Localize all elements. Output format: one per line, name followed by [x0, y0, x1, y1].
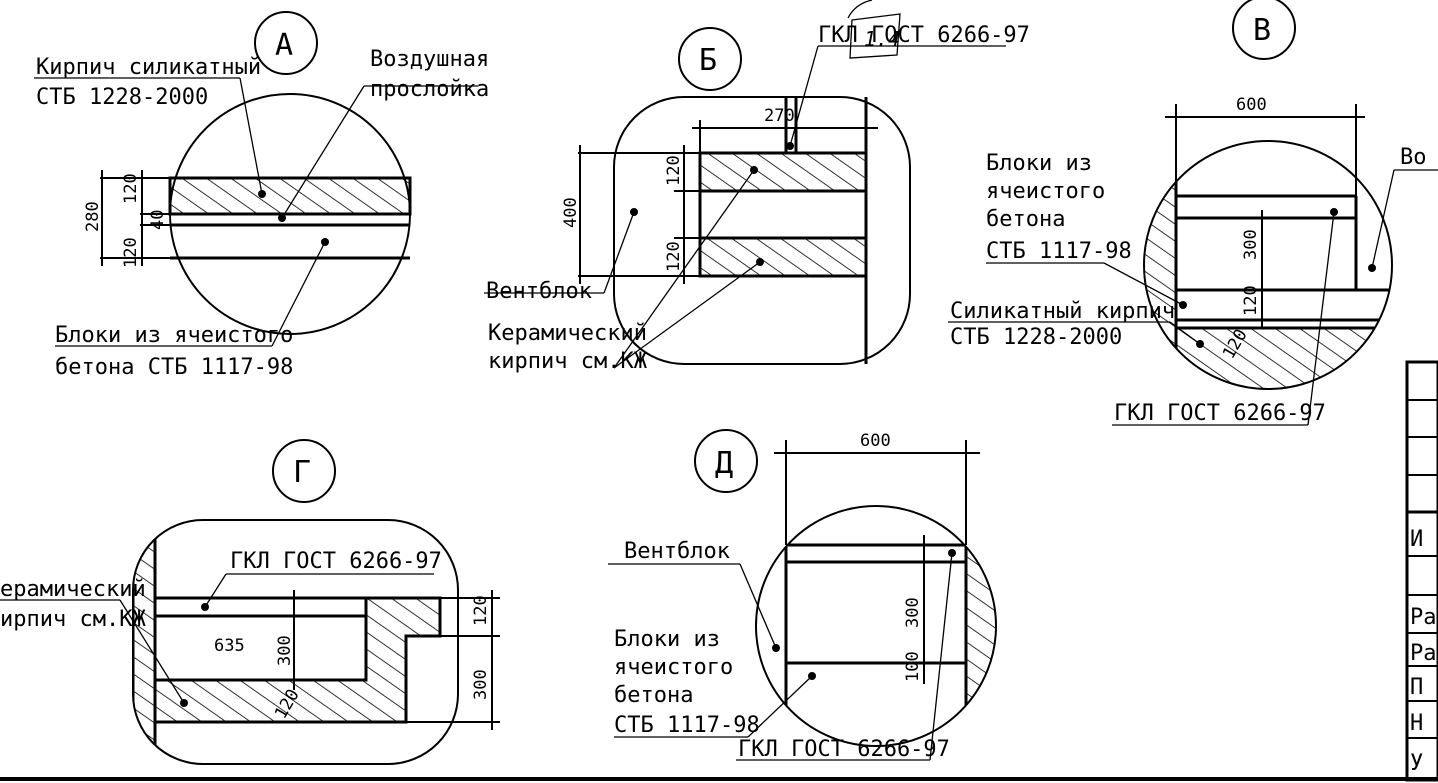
detail-v-dim-small: 120	[1241, 285, 1261, 316]
detail-a-label-block-1: Блоки из ячеистого	[55, 323, 293, 348]
detail-a-label-block-2: бетона СТБ 1117-98	[55, 355, 293, 380]
detail-g-letter: Г	[293, 455, 311, 490]
detail-v-dim-height: 300	[1241, 229, 1261, 260]
detail-d-label-blocks-1: Блоки из	[614, 627, 720, 652]
detail-a-dim-total: 280	[83, 201, 103, 232]
detail-a-marker	[254, 11, 318, 75]
detail-g-marker	[272, 439, 336, 503]
detail-a-dim-mid: 40	[148, 210, 168, 230]
detail-d-label-blocks-4: СТБ 1117-98	[614, 713, 760, 738]
detail-d-label-gkl: ГКЛ ГОСТ 6266-97	[738, 737, 950, 762]
detail-g-label-gkl: ГКЛ ГОСТ 6266-97	[230, 549, 442, 574]
detail-v-label-blocks-3: бетона	[986, 207, 1065, 232]
title-row-4: П	[1410, 675, 1423, 700]
detail-a-dim-top: 120	[121, 173, 141, 204]
title-row-2: Ра	[1410, 605, 1437, 630]
detail-v-label-silicate-1: Силикатный кирпич	[950, 299, 1175, 324]
detail-a-label-brick-1: Кирпич силикатный	[36, 55, 261, 80]
detail-v-label-cut: Во	[1400, 145, 1427, 170]
detail-v-label-blocks-4: СТБ 1117-98	[986, 239, 1132, 264]
detail-b-dim-bot: 120	[664, 241, 684, 272]
detail-a: А 280 120 40 120 Кирпич силикатный СТБ 1…	[34, 11, 489, 380]
title-row-3: Ра	[1410, 641, 1437, 666]
detail-d: Д 600 300 100 Вентблок Блоки из ячеистог…	[608, 429, 997, 762]
detail-v-label-blocks-2: ячеистого	[986, 179, 1105, 204]
title-block: И Ра Ра П Н У	[1405, 360, 1438, 782]
sheet-stamp: 1.4	[847, 0, 901, 59]
title-row-1: И	[1410, 527, 1423, 552]
detail-b-label-vent: Вентблок	[486, 279, 592, 304]
detail-b-outline	[613, 96, 911, 365]
detail-b-dim-height: 400	[561, 197, 581, 228]
detail-g-label-ceramic-2: ирпич см.КЖ	[0, 607, 146, 632]
detail-v-label-blocks-1: Блоки из	[986, 151, 1092, 176]
detail-g: Г 635 300 120 300 120 ГКЛ ГОСТ 6266-97 е…	[0, 439, 500, 765]
detail-d-label-blocks-3: бетона	[614, 683, 693, 708]
detail-b-letter: Б	[699, 43, 717, 78]
title-row-5: Н	[1410, 711, 1423, 736]
detail-b-dim-top: 120	[664, 155, 684, 186]
detail-a-label-air-1: Воздушная	[370, 47, 489, 72]
detail-d-dim-small: 100	[903, 651, 923, 682]
detail-b-brick-top	[698, 151, 868, 193]
detail-b-brick-bot	[698, 236, 868, 278]
detail-v: В 600 300 120 120 Блоки из	[948, 0, 1438, 426]
detail-v-label-silicate-2: СТБ 1228-2000	[950, 325, 1122, 350]
detail-d-dim-height: 300	[903, 597, 923, 628]
detail-v-letter: В	[1253, 13, 1271, 48]
detail-d-marker	[694, 429, 758, 493]
detail-a-letter: А	[275, 28, 293, 63]
detail-g-label-ceramic-1: ерамический	[0, 577, 146, 602]
detail-b-label-gkl: ГКЛ ГОСТ 6266-97	[818, 23, 1030, 48]
detail-d-letter: Д	[715, 446, 733, 481]
stamp-text: 1.4	[864, 27, 900, 51]
detail-g-dim-right-top: 120	[471, 595, 491, 626]
detail-v-marker	[1232, 0, 1296, 60]
detail-a-dim-bot: 120	[121, 237, 141, 268]
detail-a-label-brick-2: СТБ 1228-2000	[36, 85, 208, 110]
detail-g-dim-height: 300	[275, 635, 295, 666]
detail-g-dim-right-bot: 300	[471, 669, 491, 700]
detail-a-brick-layer	[168, 176, 412, 216]
detail-b: Б 270 400 120 120 ГКЛ ГОСТ 6266-97 Вентб…	[484, 23, 1030, 374]
detail-d-circle	[755, 505, 997, 747]
detail-g-dim-width: 635	[214, 636, 245, 656]
detail-v-dim-width: 600	[1236, 95, 1267, 115]
detail-a-label-air-2: прослойка	[370, 77, 489, 102]
detail-d-dim-width: 600	[860, 431, 891, 451]
detail-b-label-ceramic-1: Керамический	[488, 321, 647, 346]
detail-v-label-gkl: ГКЛ ГОСТ 6266-97	[1114, 401, 1326, 426]
detail-d-label-blocks-2: ячеистого	[614, 655, 733, 680]
detail-d-label-vent: Вентблок	[624, 539, 730, 564]
title-row-6: У	[1410, 751, 1423, 776]
detail-b-dim-width: 270	[764, 106, 795, 126]
detail-b-marker	[678, 27, 742, 91]
detail-b-label-ceramic-2: кирпич см.КЖ	[488, 349, 648, 374]
